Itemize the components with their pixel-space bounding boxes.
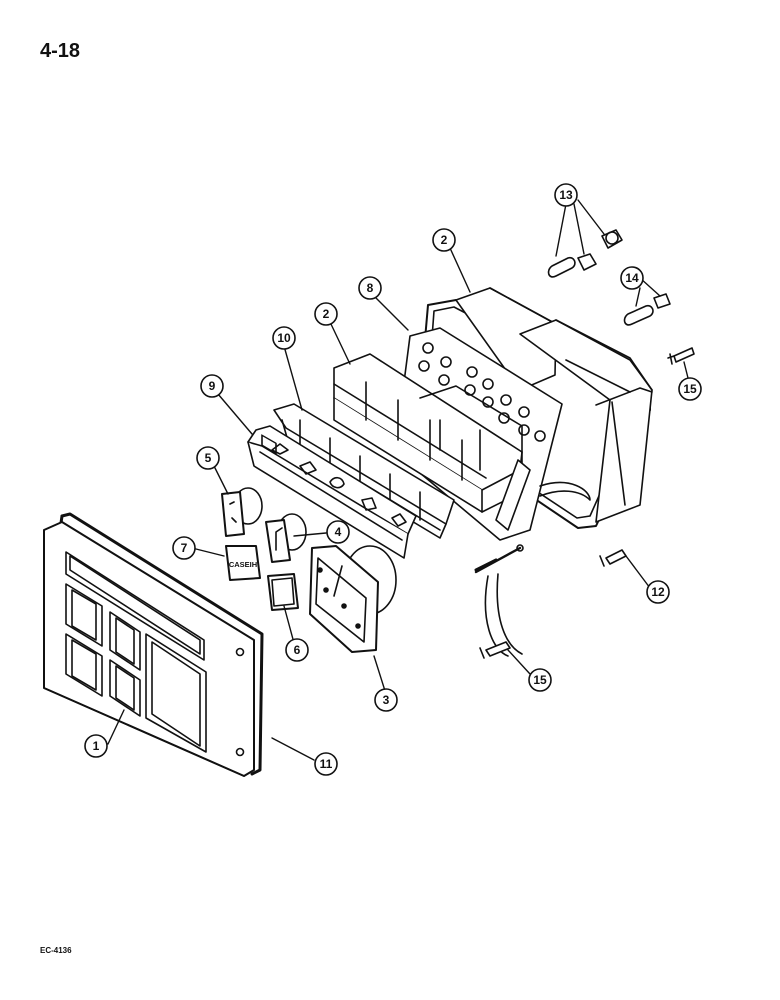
svg-text:13: 13 — [559, 188, 573, 202]
svg-text:12: 12 — [651, 585, 665, 599]
svg-text:7: 7 — [181, 541, 188, 555]
screw-mid — [474, 558, 498, 572]
svg-text:15: 15 — [533, 673, 547, 687]
screw-12 — [599, 549, 627, 567]
leader-lines — [107, 199, 689, 761]
callout-3: 3 — [374, 688, 398, 712]
callouts: 13 2 14 8 2 10 15 9 5 4 7 12 6 15 3 1 11 — [84, 183, 702, 776]
callout-15-lower: 15 — [528, 668, 552, 692]
callout-8: 8 — [358, 276, 382, 300]
svg-text:5: 5 — [205, 451, 212, 465]
callout-15-upper: 15 — [678, 377, 702, 401]
svg-text:14: 14 — [625, 271, 639, 285]
callout-11: 11 — [314, 752, 338, 776]
svg-text:9: 9 — [209, 379, 216, 393]
svg-text:11: 11 — [320, 757, 333, 771]
callout-9: 9 — [200, 374, 224, 398]
rocker-switch — [265, 513, 307, 563]
bulbs-with-holders — [547, 229, 623, 278]
callout-10: 10 — [272, 326, 296, 350]
svg-text:1: 1 — [93, 739, 100, 753]
toggle-switch — [221, 487, 263, 537]
gauge — [309, 545, 397, 653]
callout-1: 1 — [84, 734, 108, 758]
callout-14: 14 — [620, 266, 644, 290]
callout-13: 13 — [554, 183, 578, 207]
callout-5: 5 — [196, 446, 220, 470]
logo-badge-text: CASEIH — [229, 560, 257, 569]
svg-text:8: 8 — [367, 281, 374, 295]
svg-text:6: 6 — [294, 643, 301, 657]
callout-2-front: 2 — [314, 302, 338, 326]
svg-text:3: 3 — [383, 693, 390, 707]
page-number: 4-18 — [40, 40, 81, 62]
bulb-with-holder — [623, 293, 671, 326]
bezel — [43, 521, 255, 777]
screw-upper — [667, 347, 695, 365]
callout-2-rear: 2 — [432, 228, 456, 252]
document-code: EC-4136 — [40, 946, 72, 955]
svg-text:2: 2 — [441, 233, 448, 247]
svg-text:15: 15 — [683, 382, 697, 396]
logo-badge: CASEIH — [225, 545, 261, 581]
callout-7: 7 — [172, 536, 196, 560]
blank-cover — [267, 573, 299, 611]
callout-6: 6 — [285, 638, 309, 662]
warning-lamp-panel — [247, 425, 417, 559]
callout-4: 4 — [326, 520, 350, 544]
svg-text:2: 2 — [323, 307, 330, 321]
callout-12: 12 — [646, 580, 670, 604]
svg-text:10: 10 — [277, 331, 291, 345]
svg-text:4: 4 — [335, 525, 342, 539]
screw-lower — [479, 641, 511, 659]
connector-frame — [273, 403, 455, 539]
